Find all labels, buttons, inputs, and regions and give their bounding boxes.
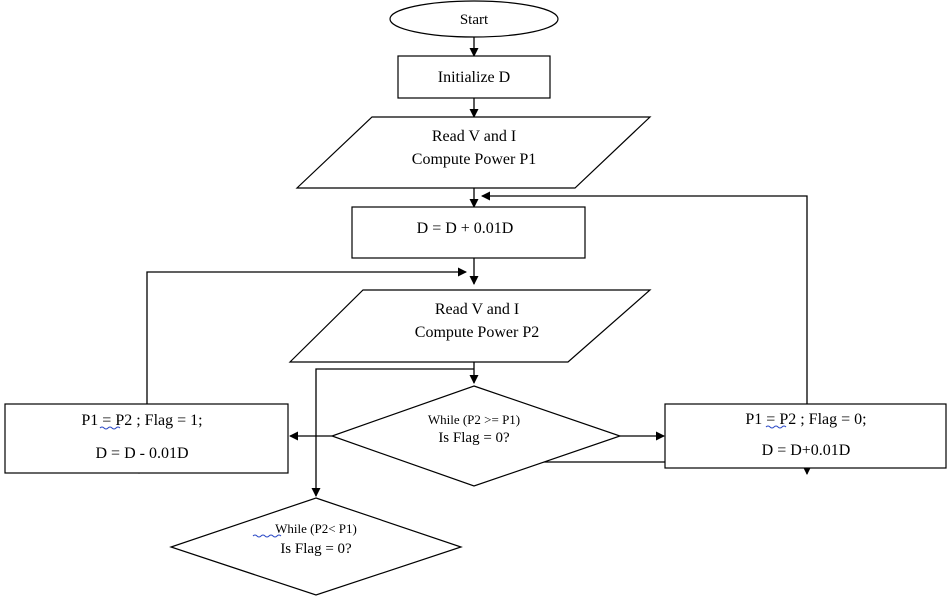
- initialize-label: Initialize D: [438, 69, 510, 86]
- spellcheck-underline: [252, 534, 282, 538]
- read-p2-parallelogram: Read V and I Compute Power P2: [288, 289, 652, 363]
- arrow-junction-to-decision2: [311, 368, 474, 497]
- decision-p2-gte-p1: While (P2 >= P1) Is Flag = 0?: [330, 385, 622, 487]
- spellcheck-underline: [765, 425, 787, 429]
- start-label: Start: [460, 12, 489, 28]
- decision2-line1: While (P2< P1): [275, 521, 357, 536]
- start-terminal: Start: [389, 0, 559, 38]
- right-box-line1: P1 = P2 ; Flag = 0;: [745, 411, 866, 428]
- arrow-right-box-loop: [481, 191, 808, 404]
- right-action-box: P1 = P2 ; Flag = 0; D = D+0.01D: [664, 403, 947, 469]
- decision2-line2: Is Flag = 0?: [280, 541, 352, 557]
- increment-label: D = D + 0.01D: [417, 220, 514, 237]
- initialize-box: Initialize D: [397, 55, 551, 99]
- read-p2-line2: Compute Power P2: [415, 324, 539, 341]
- decision-p2-lt-p1: While (P2< P1) Is Flag = 0?: [169, 497, 463, 596]
- spellcheck-underline: [99, 426, 121, 430]
- decision1-line2: Is Flag = 0?: [438, 430, 510, 446]
- right-box-line2: D = D+0.01D: [762, 442, 851, 459]
- increment-box: D = D + 0.01D: [351, 206, 586, 259]
- decision1-line1: While (P2 >= P1): [428, 412, 520, 427]
- arrow-left-box-loop: [146, 267, 467, 404]
- read-p2-line1: Read V and I: [435, 301, 519, 318]
- left-box-line2: D = D - 0.01D: [95, 445, 188, 462]
- left-action-box: P1 = P2 ; Flag = 1; D = D - 0.01D: [4, 403, 289, 474]
- read-p1-line1: Read V and I: [432, 128, 516, 145]
- read-p1-line2: Compute Power P1: [412, 151, 536, 168]
- left-box-line1: P1 = P2 ; Flag = 1;: [81, 412, 202, 429]
- read-p1-parallelogram: Read V and I Compute Power P1: [295, 116, 652, 189]
